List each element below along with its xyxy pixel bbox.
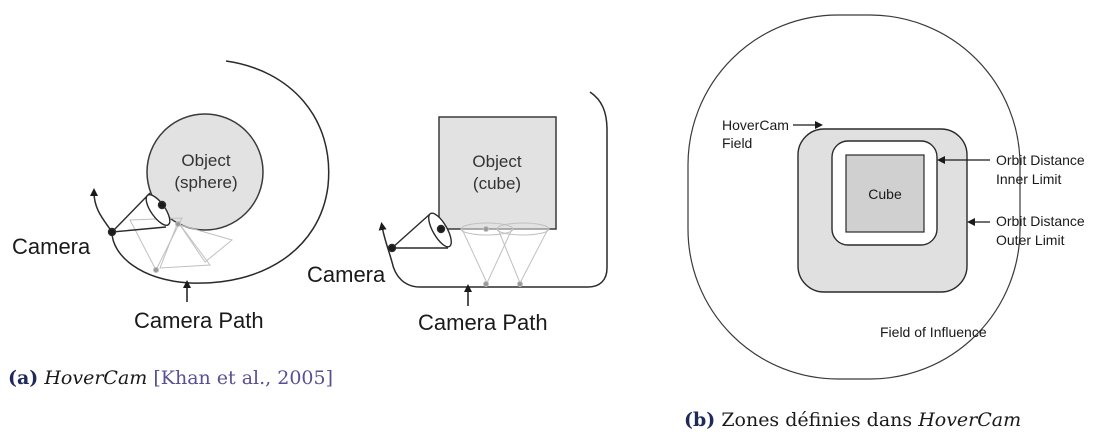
sphere-label-line1: Object [181, 151, 230, 170]
cube-camera-label: Camera [307, 262, 386, 287]
sphere-camera [107, 192, 171, 237]
outer-limit-label-line1: Orbit Distance [996, 213, 1085, 229]
field-of-influence-label: Field of Influence [880, 324, 987, 340]
caption-b-text: Zones définies dans [721, 409, 913, 431]
cube-zone [845, 154, 925, 233]
caption-a: (a) HoverCam [Khan et al., 2005] [8, 367, 333, 389]
cube-diagram: Object (cube) Camera Camera Path [307, 91, 608, 335]
cube-ghost-cameras [460, 222, 550, 287]
cube-label-line2: (cube) [473, 174, 521, 193]
cube-orbit-tail [378, 222, 393, 263]
outer-limit-label-line2: Outer Limit [996, 232, 1065, 248]
caption-a-citation: [Khan et al., 2005] [153, 367, 333, 389]
inner-limit-label-line2: Inner Limit [996, 171, 1061, 187]
cube-path-label: Camera Path [418, 310, 548, 335]
zones-diagram: Cube HoverCam Field Orbit Distance Inner… [687, 14, 1085, 380]
sphere-path-label: Camera Path [134, 308, 264, 333]
cube-orbit-path [391, 91, 608, 288]
caption-a-label: (a) [8, 367, 39, 389]
sphere-object [146, 113, 264, 231]
inner-limit-label-line1: Orbit Distance [996, 152, 1085, 168]
cube-camera [387, 212, 452, 253]
caption-b-label: (b) [684, 409, 716, 431]
cube-zone-label: Cube [868, 186, 902, 202]
sphere-diagram: Object (sphere) Camera Camera Path [12, 60, 330, 333]
caption-a-title: HoverCam [44, 367, 148, 389]
cube-object [438, 116, 557, 230]
cube-label-line1: Object [472, 152, 521, 171]
sphere-orbit-path [111, 60, 330, 284]
hovercam-field-label-line1: HoverCam [722, 117, 789, 133]
sphere-camera-label: Camera [12, 234, 91, 259]
sphere-orbit-tail [90, 188, 113, 233]
caption-b-title: HoverCam [918, 409, 1022, 431]
caption-b: (b) Zones définies dans HoverCam [684, 409, 1021, 431]
hovercam-field-label-line2: Field [722, 135, 752, 151]
sphere-label-line2: (sphere) [174, 173, 237, 192]
